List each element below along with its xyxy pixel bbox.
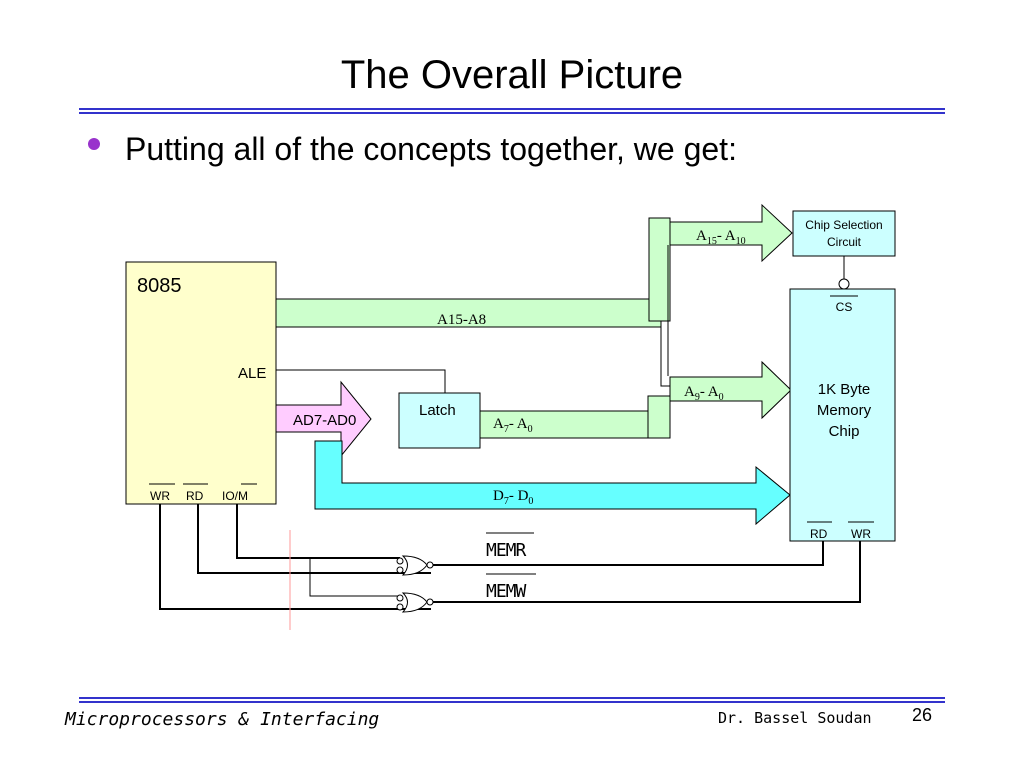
footer-author: Dr. Bassel Soudan <box>718 709 872 727</box>
memw-label: MEMW <box>486 581 527 602</box>
bus-a7-a0 <box>479 410 649 439</box>
bus-a7-a0-label: A7- A0 <box>493 416 533 435</box>
footer-course: Microprocessors & Interfacing <box>65 709 380 730</box>
bus-ad7-ad0-arrow <box>275 380 372 458</box>
pin-iom-label: IO/M <box>222 489 248 503</box>
iom-line <box>236 504 400 559</box>
bus-d7-d0-arrow <box>314 440 791 526</box>
wr-line <box>159 504 431 610</box>
bus-a15-a8 <box>275 298 662 328</box>
memory-label-1: 1K Byte <box>818 381 871 398</box>
chip-selection-block <box>792 210 896 257</box>
memr-label: MEMR <box>486 540 527 561</box>
footer-rule-top <box>79 697 945 699</box>
chip-selection-label-2: Circuit <box>827 235 862 249</box>
mem-rd-label: RD <box>810 527 828 541</box>
bus-a9-a0-label: A9- A0 <box>684 384 724 403</box>
mem-wr-label: WR <box>851 527 871 541</box>
memory-label-2: Memory <box>817 402 872 419</box>
memory-label-3: Chip <box>829 423 860 440</box>
rd-line <box>197 504 431 574</box>
iom-branch <box>309 558 400 597</box>
bullet-text: Putting all of the concepts together, we… <box>125 131 737 167</box>
ale-label: ALE <box>238 365 266 382</box>
bus-a15-a8-vertical <box>648 217 671 322</box>
bus-a7-a0-vertical <box>647 395 671 439</box>
bus-a15-a8-label: A15-A8 <box>437 312 486 328</box>
pin-wr-label: WR <box>150 489 170 503</box>
latch-label: Latch <box>419 402 456 419</box>
pin-rd-label: RD <box>186 489 204 503</box>
footer-rule-bottom <box>79 701 945 703</box>
slide-title: The Overall Picture <box>340 53 684 97</box>
cpu-8085-block <box>125 261 277 505</box>
cs-bubble-icon <box>838 278 850 290</box>
bus-a15-a10-arrow <box>669 203 793 263</box>
memw-line <box>433 541 861 603</box>
cpu-label: 8085 <box>137 275 182 297</box>
or-gate-memr-icon <box>396 555 434 576</box>
bullet-icon <box>88 138 100 150</box>
memory-chip-block <box>789 288 896 542</box>
title-rule-bottom <box>79 112 945 114</box>
bus-d7-d0-label: D7- D0 <box>493 488 533 507</box>
chip-selection-label-1: Chip Selection <box>805 218 882 232</box>
ad-bus-label: AD7-AD0 <box>293 412 356 429</box>
title-rule-top <box>79 108 945 110</box>
bus-a15-a10-label: A15- A10 <box>696 228 746 247</box>
latch-block <box>398 392 481 449</box>
cs-label: CS <box>836 300 853 314</box>
ale-line <box>276 369 446 393</box>
or-gate-memw-icon <box>396 592 434 613</box>
bus-a9-a0-arrow <box>669 360 792 420</box>
memr-line <box>433 541 824 566</box>
page-number: 26 <box>912 705 933 725</box>
